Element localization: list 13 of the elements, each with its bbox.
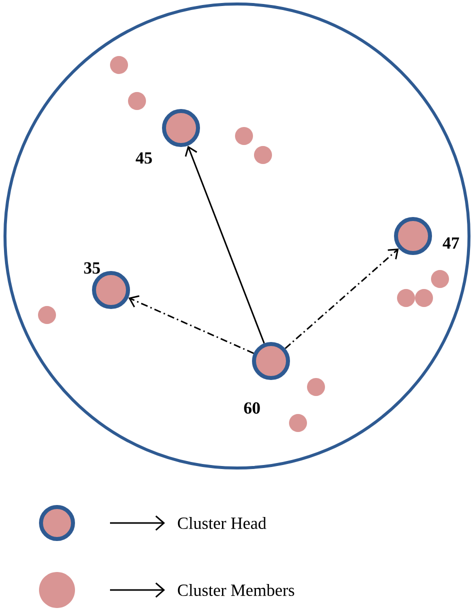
legend-label: Cluster Members (178, 584, 294, 596)
node-label: 45 (136, 152, 152, 164)
arrow (184, 146, 265, 344)
node-label: 35 (84, 262, 100, 274)
cluster-head (394, 217, 432, 255)
cluster-head (252, 342, 290, 380)
arrow (128, 295, 254, 354)
legend-label: Cluster Head (178, 517, 266, 529)
node-label: 47 (442, 237, 460, 249)
arrow (284, 248, 399, 350)
network-boundary (4, 2, 470, 470)
node-label: 60 (244, 402, 260, 414)
cluster-head (162, 109, 200, 147)
